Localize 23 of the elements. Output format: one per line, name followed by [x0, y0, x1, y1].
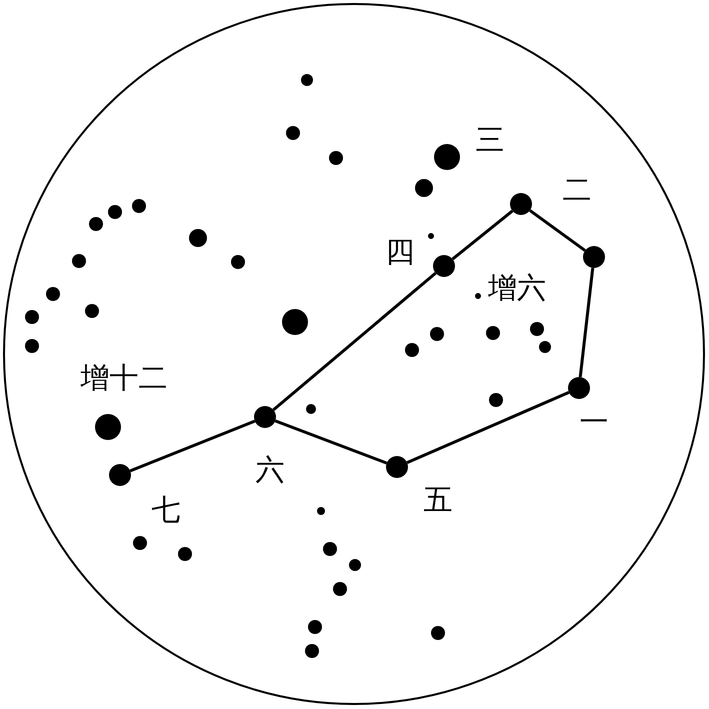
star-dot — [109, 464, 131, 486]
constellation-line — [130, 420, 256, 472]
constellation-line — [406, 391, 570, 464]
constellation-line — [529, 209, 586, 252]
star-name: 六 — [256, 456, 284, 484]
star-dot — [433, 255, 455, 277]
constellation-line — [578, 268, 594, 378]
star-name: 一 — [580, 408, 608, 436]
constellation-line — [452, 210, 514, 260]
star-dot — [568, 377, 590, 399]
star-name: 增十二 — [80, 364, 168, 392]
constellation-line — [274, 420, 388, 464]
star-name: 增六 — [488, 274, 546, 302]
star-dot — [583, 246, 605, 268]
star-name: 七 — [152, 496, 180, 524]
star-dot — [386, 456, 408, 478]
constellation-line — [272, 272, 437, 412]
star-dot — [510, 193, 532, 215]
star-name: 三 — [476, 126, 504, 154]
star-dot — [254, 406, 276, 428]
star-name: 四 — [386, 238, 414, 266]
star-name: 二 — [562, 176, 592, 204]
star-name: 五 — [424, 486, 452, 514]
